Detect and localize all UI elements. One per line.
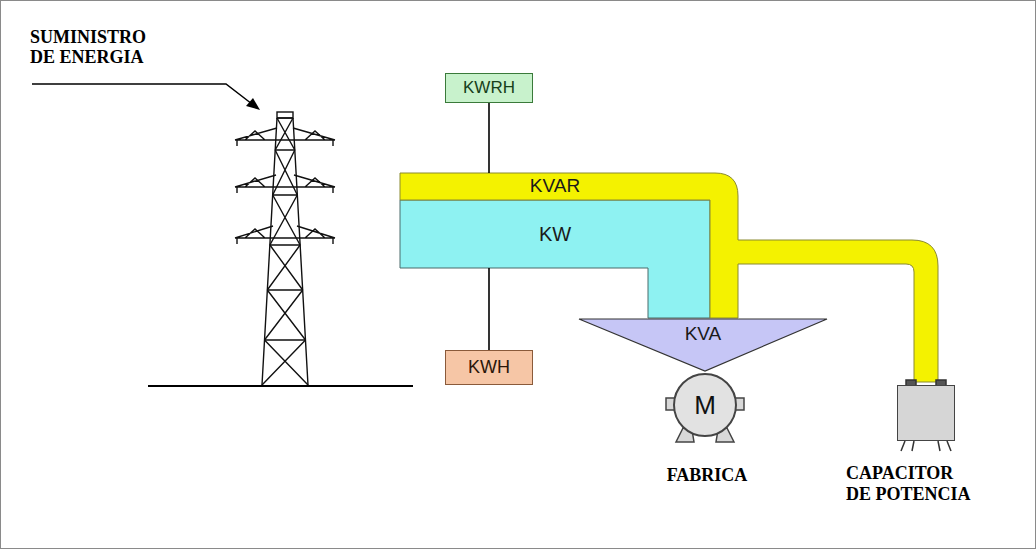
active-power-band: KW — [400, 200, 710, 268]
node-caption: CAPACITOR DE POTENCIA — [846, 463, 980, 504]
triangle-shape — [579, 319, 827, 371]
node-text: KW — [539, 223, 571, 245]
text-holder: KWRH — [446, 74, 532, 102]
capacitor-box: CAPACITOR DE POTENCIA — [897, 385, 955, 441]
text-holder: M — [675, 375, 735, 435]
node-text: KWH — [468, 358, 510, 378]
text-holder: KVA — [578, 318, 828, 372]
motor-circle: MFABRICA — [673, 373, 737, 437]
text-holder — [898, 386, 954, 440]
leader-line — [32, 84, 252, 104]
meter-lead — [488, 268, 490, 350]
meter-lead — [488, 103, 490, 173]
watthour-meter-box: KWH — [445, 350, 533, 385]
apparent-power-triangle: KVA — [578, 318, 828, 372]
node-text: KVA — [685, 324, 722, 345]
node-text: KWRH — [463, 79, 515, 98]
reactive-power-band: KVAR — [400, 173, 710, 200]
supply-label: SUMINISTRO DE ENERGIA — [30, 28, 164, 68]
transmission-tower — [235, 112, 335, 385]
node-caption: FABRICA — [637, 465, 777, 486]
arrow-head — [246, 98, 260, 110]
varhour-meter-box: KWRH — [445, 73, 533, 103]
text-holder: KW — [400, 200, 710, 268]
ground-line — [148, 385, 413, 387]
node-text: M — [694, 391, 716, 420]
text-holder: KWH — [446, 351, 532, 384]
active-power-band — [400, 200, 710, 318]
node-text: KVAR — [530, 176, 580, 197]
text-holder: KVAR — [400, 173, 710, 200]
